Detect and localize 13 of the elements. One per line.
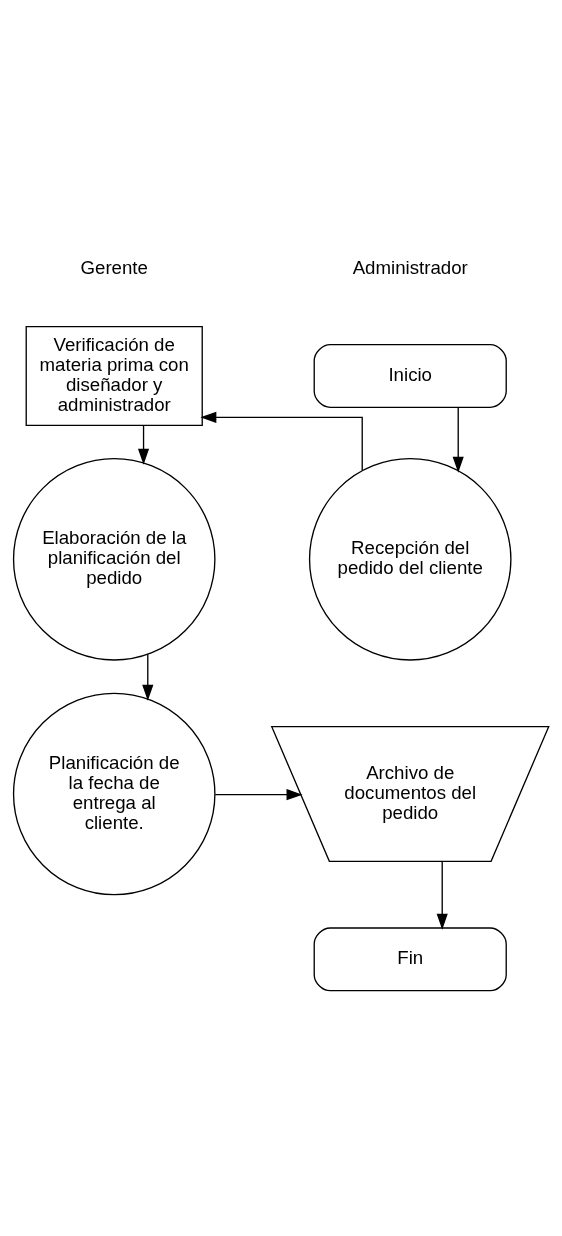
node-box: Fin <box>313 927 507 992</box>
arrow <box>200 411 363 472</box>
arrow <box>214 789 303 801</box>
label: Administrador <box>352 257 468 279</box>
arrow <box>436 861 448 930</box>
node-box: Inicio <box>313 344 507 408</box>
node-box: Verificación de materia prima con diseñador y administrador <box>25 326 203 426</box>
arrow <box>142 653 154 701</box>
arrow <box>452 406 464 473</box>
arrow <box>137 424 150 465</box>
node-circle: Elaboración de la planificación del pedido <box>12 458 216 661</box>
label: Gerente <box>80 257 148 279</box>
node-circle: Planificación de la fecha de entrega al cliente. <box>12 692 216 896</box>
